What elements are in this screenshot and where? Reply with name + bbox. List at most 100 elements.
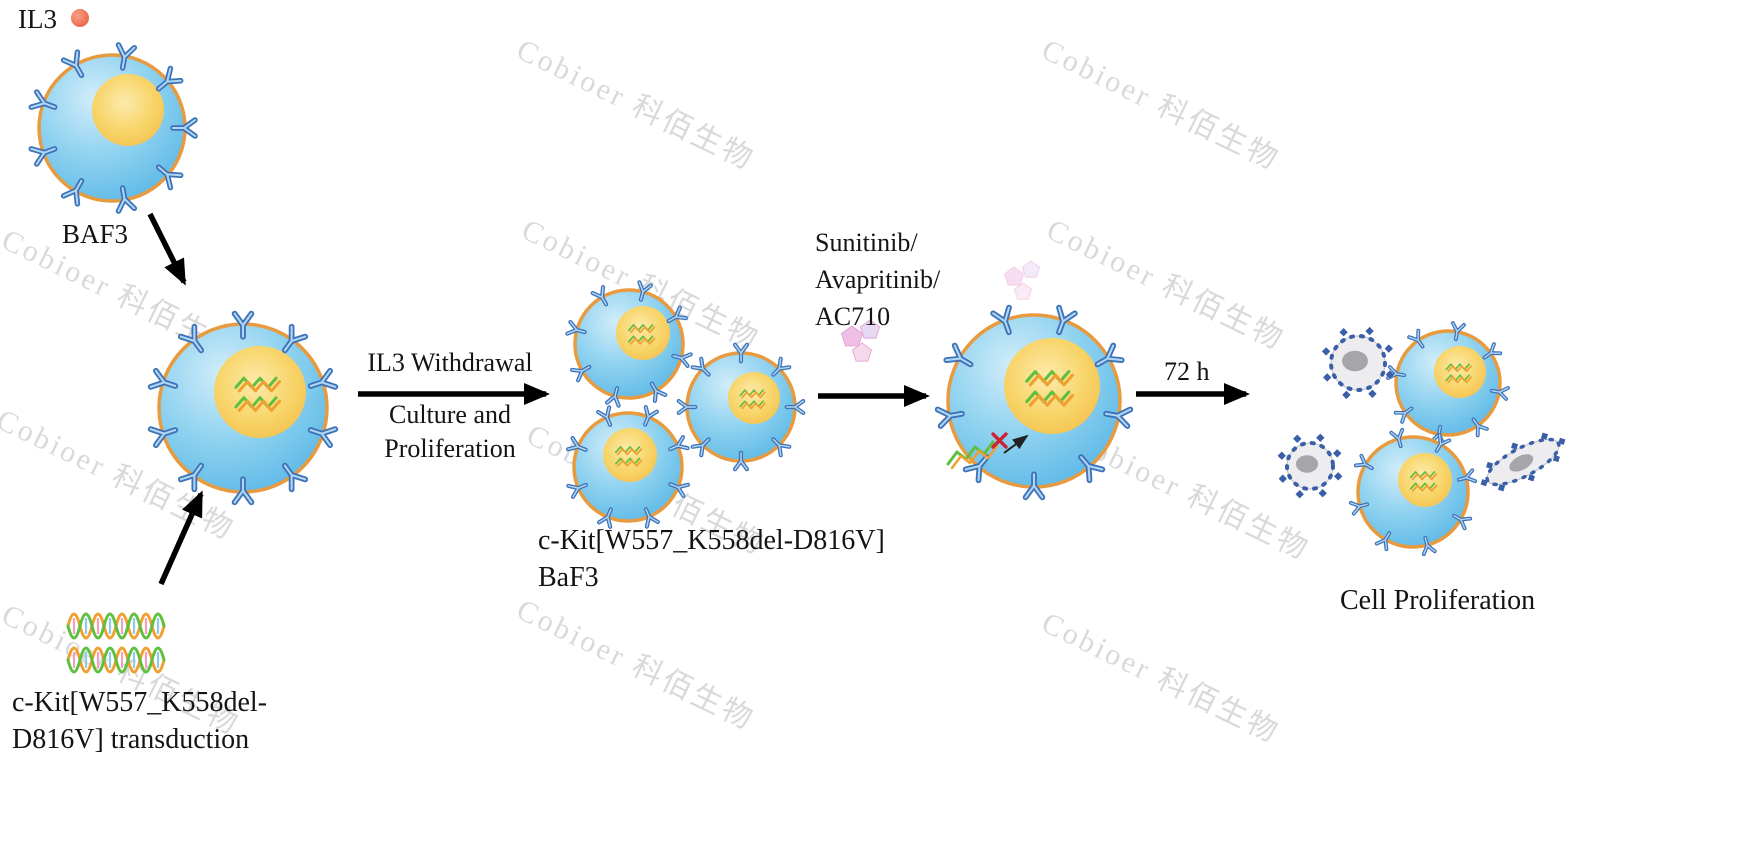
- drug-molecule-icon: [840, 325, 864, 347]
- cell-nucleus: [214, 346, 306, 438]
- receptor-icon: [147, 426, 179, 449]
- culture-label-line2: Proliferation: [384, 434, 516, 463]
- culture-proliferation-label: Culture and Proliferation: [352, 398, 548, 466]
- drug-molecule-icon: [859, 319, 881, 339]
- apoptotic-cell-icon: [1480, 432, 1566, 492]
- receptor-icon: [1434, 432, 1452, 453]
- dead-nucleus: [1509, 454, 1534, 472]
- receptor-icon: [155, 164, 184, 191]
- ckit-baf3-cell: [676, 342, 806, 472]
- transduction-label: c-Kit[W557_K558del- D816V] transduction: [12, 684, 267, 758]
- receptor-icon: [671, 352, 693, 369]
- baf3-label: BAF3: [62, 219, 129, 249]
- receptor-icon: [784, 398, 806, 416]
- receptor-icon: [1103, 406, 1134, 429]
- receptor-icon: [666, 305, 689, 324]
- culture-label-line1: Culture and: [388, 400, 512, 429]
- receptor-icon: [565, 319, 587, 336]
- proliferating-cell: [1348, 427, 1478, 557]
- receptor-icon: [943, 342, 974, 368]
- mutant-kit-signal-icon: [950, 444, 999, 470]
- dna-transduction-icons: [66, 612, 166, 674]
- receptor-icon: [115, 185, 138, 214]
- receptor-icon: [1407, 328, 1425, 349]
- receptor-icon: [934, 406, 965, 429]
- receptor-icon: [1056, 304, 1078, 336]
- dna-helix-icon: [66, 612, 166, 640]
- receptor-icon: [690, 437, 711, 458]
- receptor-icon: [1482, 342, 1503, 360]
- receptor-icon: [597, 507, 613, 529]
- receptor-icon: [566, 482, 588, 499]
- receptor-icon: [668, 435, 690, 452]
- transduced-cell: [147, 310, 339, 506]
- receptor-icon: [1456, 468, 1478, 484]
- mutant-kit-signal-icon: [946, 440, 995, 466]
- ckit-baf3-label-line2: BaF3: [538, 562, 599, 593]
- proliferating-cell: [1386, 321, 1510, 445]
- inhibition-mark: [946, 432, 1029, 470]
- receptor-icon: [1421, 535, 1437, 557]
- dna-icon: [627, 324, 656, 345]
- receptor-icon: [1451, 321, 1466, 342]
- inhibition-x-icon: [991, 432, 1008, 449]
- drug-names-line2: Avapritinib/: [815, 265, 941, 294]
- arrow-transduction-up: [158, 490, 204, 586]
- receptor-icon: [771, 437, 792, 458]
- il3-ligand-icon: [71, 9, 89, 27]
- receptor-icon: [1348, 500, 1370, 516]
- inhibition-layer: [946, 432, 1029, 470]
- drug-names-line3: AC710: [815, 302, 891, 331]
- ckit-baf3-label: c-Kit[W557_K558del-D816V] BaF3: [538, 522, 885, 596]
- receptor-icon: [155, 65, 184, 92]
- receptor-icon: [1078, 454, 1106, 484]
- receptor-icon: [170, 117, 198, 139]
- ckit-baf3-cell: [565, 280, 693, 408]
- receptor-icon: [990, 304, 1012, 336]
- drug-names-label: Sunitinib/ Avapritinib/ AC710: [815, 224, 940, 335]
- receptor-icon: [637, 280, 654, 302]
- arrows-layer: [147, 212, 1250, 586]
- receptor-icon: [1389, 427, 1405, 449]
- receptor-icon: [281, 323, 309, 354]
- receptor-icon: [1489, 386, 1510, 401]
- receptor-icon: [643, 405, 659, 427]
- receptor-icon: [1374, 531, 1392, 552]
- receptor-icon: [732, 450, 750, 472]
- dead-nucleus: [1342, 350, 1368, 372]
- arrow-baf3-down: [147, 212, 187, 286]
- cells-layer: [28, 42, 1510, 557]
- cell-nucleus: [1434, 346, 1486, 398]
- receptor-icon: [115, 42, 138, 71]
- receptor-icon: [690, 356, 711, 377]
- dna-icon: [1025, 370, 1074, 407]
- receptor-icon: [1452, 513, 1473, 531]
- dna-helix-icon: [66, 646, 166, 674]
- blocked-signal-arrow: [1003, 434, 1029, 454]
- receptor-icon: [231, 476, 255, 506]
- apoptotic-cell-icon: [1321, 326, 1395, 400]
- cell-nucleus: [92, 74, 164, 146]
- ckit-baf3-cell: [566, 405, 690, 529]
- dna-icon: [1445, 363, 1472, 384]
- receptor-icon: [1353, 453, 1374, 471]
- cell-nucleus: [603, 428, 657, 482]
- il3-label: IL3: [18, 4, 57, 34]
- cell-nucleus: [728, 372, 780, 424]
- drug-molecule-icon: [851, 342, 873, 362]
- receptor-icon: [1094, 342, 1125, 368]
- receptor-icon: [676, 398, 698, 416]
- receptor-icon: [231, 310, 255, 340]
- receptor-icon: [177, 323, 205, 354]
- drug-molecule-icon: [1003, 266, 1025, 286]
- receptor-icon: [177, 462, 205, 493]
- drug-treated-cell: [934, 304, 1134, 501]
- apoptotic-cell-icon: [1277, 433, 1343, 499]
- transduction-label-line2: D816V] transduction: [12, 724, 250, 755]
- receptor-icon: [668, 482, 690, 498]
- baf3-cell: [28, 42, 198, 214]
- receptor-icon: [147, 367, 179, 390]
- transduction-label-line1: c-Kit[W557_K558del-: [12, 687, 268, 718]
- dna-icon: [739, 389, 766, 410]
